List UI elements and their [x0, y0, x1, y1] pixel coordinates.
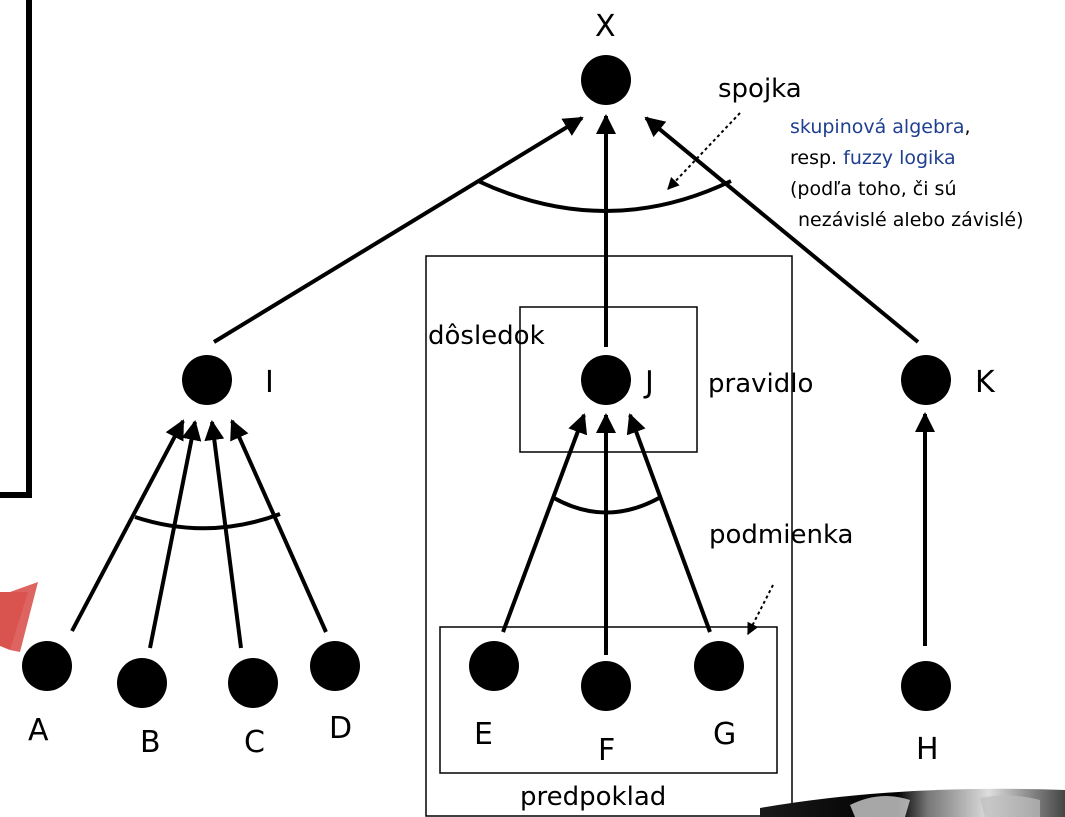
photo-fragment [760, 788, 1065, 817]
note-skupinova-algebra: skupinová algebra [790, 116, 964, 138]
node-x [581, 55, 631, 105]
edge-k-x [644, 116, 920, 344]
predpoklad-label: predpoklad [520, 782, 666, 812]
label-j: J [643, 365, 654, 400]
node-e [469, 641, 519, 691]
note-line-3: (podľa toho, či sú [790, 178, 957, 200]
edge-e-j [501, 413, 588, 633]
pravidlo-label: pravidlo [708, 369, 813, 399]
note-comma: , [964, 116, 970, 138]
label-g: G [713, 717, 736, 752]
edge-a-i [70, 419, 185, 632]
node-labels: X I J K A B C D E F G H [28, 9, 996, 768]
warning-triangle-edge [10, 582, 38, 652]
nodes [22, 55, 951, 711]
edges-to-x [212, 114, 920, 347]
node-d [310, 641, 360, 691]
left-dark-panel [0, 0, 32, 498]
premise-box [439, 626, 778, 774]
label-i: I [265, 365, 274, 400]
spojka-label: spojka [718, 74, 802, 104]
node-c [228, 658, 278, 708]
edge-b-i [148, 420, 202, 649]
node-f [581, 661, 631, 711]
edge-c-i [204, 420, 243, 649]
conjunction-arc-j [553, 496, 660, 515]
label-k: K [975, 365, 996, 400]
edges-to-j [501, 413, 712, 655]
node-g [694, 641, 744, 691]
note-fuzzy-logika: fuzzy logika [843, 147, 956, 169]
node-b [117, 658, 167, 708]
label-f: F [598, 733, 615, 768]
note-line-4: nezávislé alebo závislé) [798, 209, 1024, 231]
annotations: spojka skupinová algebra, resp. fuzzy lo… [428, 74, 1024, 812]
conjunction-arc-i [134, 512, 281, 531]
edge-g-j [626, 413, 712, 633]
podmienka-label: podmienka [709, 520, 853, 550]
label-a: A [28, 713, 49, 748]
note-resp: resp. [790, 147, 843, 169]
label-x: X [595, 9, 616, 44]
note-line-2: resp. fuzzy logika [790, 147, 956, 169]
label-e: E [474, 717, 493, 752]
node-j [581, 355, 631, 405]
conjunction-arc-x [477, 179, 732, 213]
consequence-box [519, 306, 698, 453]
label-h: H [916, 732, 939, 767]
dosledok-label: dôsledok [428, 321, 545, 351]
rule-box [425, 255, 793, 817]
node-a [22, 641, 72, 691]
label-d: D [329, 711, 352, 746]
note-line-1: skupinová algebra, [790, 116, 971, 138]
edge-d-i [230, 419, 328, 633]
edges-to-i [70, 419, 328, 649]
label-c: C [244, 725, 265, 760]
edge-i-x [212, 116, 584, 344]
node-i [182, 355, 232, 405]
spojka-pointer [667, 112, 741, 190]
node-k [901, 355, 951, 405]
node-h [901, 661, 951, 711]
label-b: B [140, 725, 161, 760]
